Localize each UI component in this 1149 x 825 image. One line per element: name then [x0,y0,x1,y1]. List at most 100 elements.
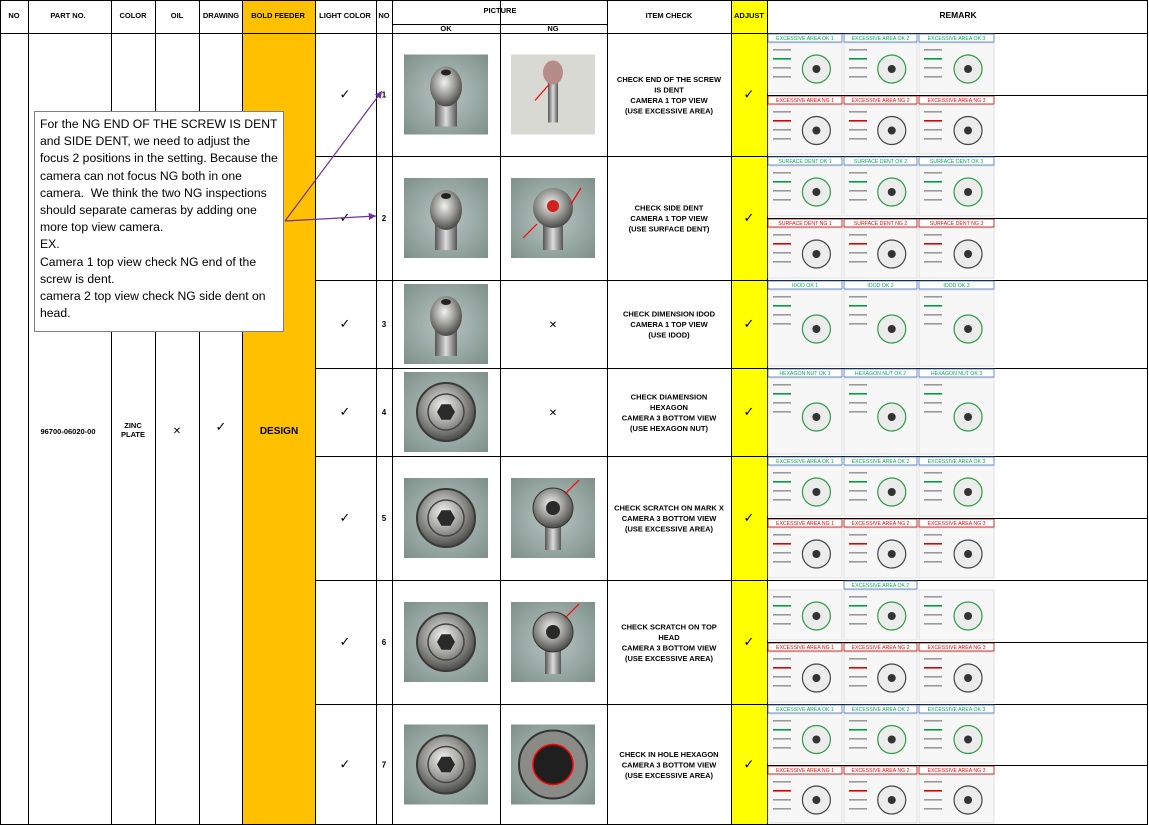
remark-cell: EXCESSIVE AREA OK 1 EXCESSIVE AREA OK 2 EX… [767,704,1147,824]
thumbnail-center [887,325,896,333]
thumbnail-center [964,413,973,421]
header-item-check: ITEM CHECK [646,11,693,20]
thumbnail-bar [849,658,867,660]
remark-caption: SURFACE DENT OK 2 [854,159,907,165]
thumbnail-bar [773,808,791,810]
thumbnail-bar [924,790,942,792]
thumbnail-bar [773,667,791,669]
thumbnail-bar [773,402,791,404]
defect-arrow [564,479,580,495]
remark-thumbnail: EXCESSIVE AREA OK 3 [918,704,995,764]
remark-thumbnail: EXCESSIVE AREA NG 2 [843,642,918,703]
item-check-line: CHECK DIMENSION IDOD [623,310,716,319]
hex-socket [437,404,455,420]
remark-caption: EXCESSIVE AREA OK 2 [852,459,910,465]
thumbnail-bar [773,499,791,501]
thumbnail-bar [924,472,942,474]
thumbnail-bar [924,747,942,749]
light-color-check: ✓ [340,88,351,103]
ok-photo [404,54,488,135]
thumbnail-bar [773,261,791,263]
header-remark: REMARK [939,10,977,20]
thumbnail-bar [849,252,867,254]
thumbnail-bar [849,543,867,545]
caption-box [918,156,995,166]
caption-box [918,280,995,290]
ng-photo [511,54,595,135]
thumbnail-bar [773,58,791,60]
hex-socket [546,625,560,639]
remark-thumbnail: EXCESSIVE AREA OK 1 [767,456,843,517]
hex-socket [437,756,455,773]
thumbnail-bar [773,120,791,122]
thumbnail-bar [924,808,942,810]
callout-note: For the NG END OF THE SCREW IS DENT and … [34,111,284,332]
thumbnail-center [812,126,821,135]
thumbnail-bar [849,614,867,616]
thumbnail-bar [849,747,867,749]
remark-caption: EXCESSIVE AREA OK 2 [852,707,910,713]
thumbnail-bar [773,614,791,616]
screw-ring [427,623,465,661]
caption-box [843,704,918,714]
remark-thumbnail: EXCESSIVE AREA OK 1 [767,33,843,94]
thumbnail-bar [849,58,867,60]
thumbnail-bar [924,67,942,69]
thumbnail-center [812,413,821,421]
light-color-check: ✓ [340,635,351,650]
thumbnail-center [964,550,973,558]
remark-thumbnail: EXCESSIVE AREA NG 2 [843,95,918,155]
light-color-check: ✓ [340,211,351,226]
remark-caption: HEXAGON NUT OK 2 [855,371,906,377]
thumbnail-bar [849,799,867,801]
thumbnail-bar [849,676,867,678]
thumbnail-bar [924,623,942,625]
ng-photo [511,602,595,682]
thumbnail-bar [849,605,867,607]
remark-thumbnail: EXCESSIVE AREA NG 3 [918,518,995,579]
thumbnail-bar [773,623,791,625]
row-number: 6 [382,638,387,647]
thumbnail-bar [924,314,942,316]
ok-photo [404,724,488,805]
thumbnail-bar [924,252,942,254]
row-number: 5 [382,514,387,523]
thumbnail-bar [773,393,791,395]
caption-box [843,456,918,466]
thumbnail-center [964,325,973,333]
thumbnail-bar [773,323,791,325]
remark-thumbnail: EXCESSIVE AREA NG 1 [767,765,843,824]
thumbnail-bar [849,138,867,140]
thumbnail-bar [849,402,867,404]
thumbnail-center [812,674,821,682]
thumbnail-bar [773,738,791,740]
thumbnail-bar [924,305,942,307]
thumbnail-bar [924,384,942,386]
remark-caption: EXCESSIVE AREA OK 3 [928,459,986,465]
thumbnail-center [887,796,896,804]
remark-thumbnail: HEXAGON NUT OK 2 [843,368,918,455]
remark-thumbnail: EXCESSIVE AREA OK 2 [843,456,918,517]
part-color-line1: ZINC [124,421,142,430]
item-check-line: CHECK SCRATCH ON MARK X [614,504,724,513]
item-check-line: (USE EXCESSIVE AREA) [625,654,714,663]
thumbnail-bar [773,720,791,722]
hex-socket [437,510,455,526]
caption-box [767,33,843,43]
row-number: 7 [382,761,387,770]
ng-photo [511,178,595,258]
remark-caption: EXCESSIVE AREA OK 1 [776,707,834,713]
thumbnail-bar [849,384,867,386]
remark-caption: EXCESSIVE AREA NG 3 [928,768,986,774]
thumbnail-bar [773,411,791,413]
ng-photo [511,478,595,558]
thumbnail-bar [924,58,942,60]
thumbnail-bar [849,49,867,51]
remark-thumbnail: EXCESSIVE AREA NG 3 [918,642,995,703]
item-check-line: CAMERA 3 BOTTOM VIEW [622,514,718,523]
thumbnail-center [812,550,821,558]
remark-caption: EXCESSIVE AREA NG 2 [852,521,910,527]
